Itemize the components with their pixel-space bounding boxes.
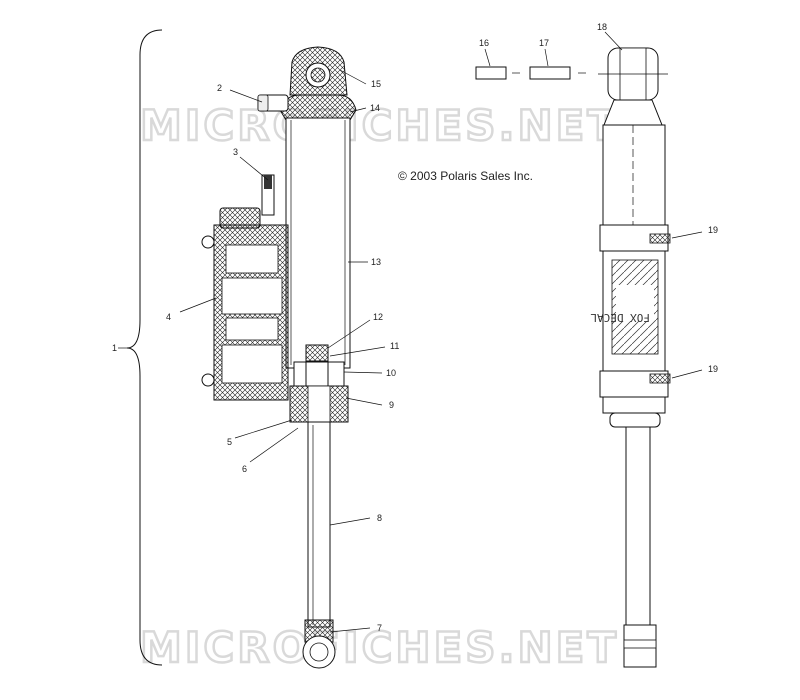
callout-6: 6 [242, 464, 247, 474]
watermark-bottom: MICROFICHES.NET [140, 623, 619, 672]
callout-18: 18 [597, 22, 607, 32]
callout-10: 10 [386, 368, 396, 378]
callout-14: 14 [370, 103, 380, 113]
callout-11: 11 [390, 341, 399, 351]
callout-17: 17 [539, 38, 549, 48]
callout-2: 2 [217, 83, 222, 93]
callout-labels: 1 2 3 4 5 6 7 8 9 10 11 12 13 14 15 16 1… [112, 22, 718, 633]
exterior-shock: FOX DECAL [590, 47, 671, 668]
copyright-notice: © 2003 Polaris Sales Inc. [398, 169, 533, 183]
cutaway-shock [201, 46, 357, 669]
fox-decal-label: FOX DECAL [590, 311, 650, 324]
callout-16: 16 [479, 38, 489, 48]
callout-15: 15 [371, 79, 381, 89]
callout-9: 9 [389, 400, 394, 410]
part-16-rect [475, 66, 507, 80]
callout-13: 13 [371, 257, 381, 267]
leader-lines [179, 31, 703, 633]
callout-4: 4 [166, 312, 171, 322]
callout-3: 3 [233, 147, 238, 157]
callout-7: 7 [377, 623, 382, 633]
callout-19-bottom: 19 [708, 364, 718, 374]
watermark-top: MICROFICHES.NET [140, 101, 619, 150]
callout-19-top: 19 [708, 225, 718, 235]
callout-1: 1 [112, 343, 117, 353]
callout-8: 8 [377, 513, 382, 523]
callout-12: 12 [373, 312, 383, 322]
callout-5: 5 [227, 437, 232, 447]
part-17-rect [529, 66, 571, 80]
